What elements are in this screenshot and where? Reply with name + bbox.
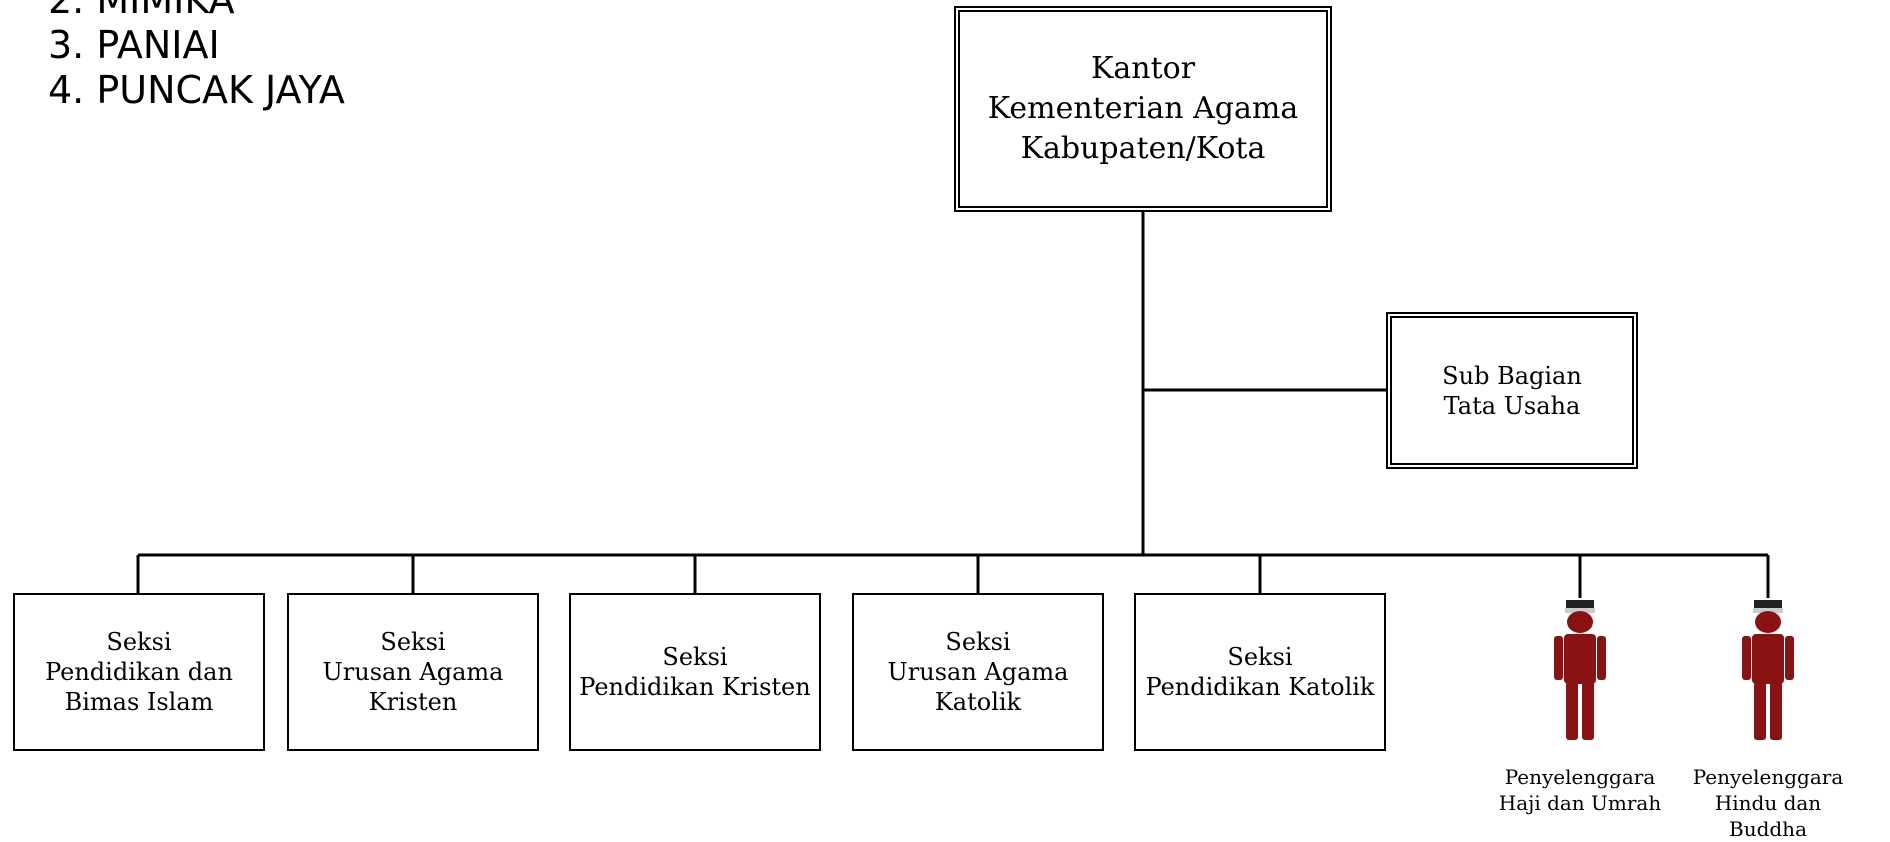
- seksi-box: Seksi Pendidikan Kristen: [569, 593, 821, 751]
- person-icon: [1742, 600, 1794, 740]
- region-item: 2. MIMIKA: [48, 0, 235, 22]
- seksi-box: Seksi Urusan Agama Kristen: [287, 593, 539, 751]
- seksi-label: Seksi Pendidikan Kristen: [579, 643, 811, 701]
- penyelenggara-label: Penyelenggara Haji dan Umrah: [1498, 765, 1662, 815]
- head-office-label: Kantor Kementerian Agama Kabupaten/Kota: [987, 51, 1299, 166]
- seksi-label: Seksi Pendidikan dan Bimas Islam: [45, 628, 233, 716]
- sub-bagian-label: Sub Bagian Tata Usaha: [1442, 361, 1582, 420]
- seksi-label: Seksi Pendidikan Katolik: [1145, 643, 1375, 701]
- region-list: 2. MIMIKA 3. PANIAI 4. PUNCAK JAYA: [48, 0, 345, 113]
- penyelenggara-label: Penyelenggara Hindu dan Buddha: [1692, 765, 1844, 841]
- seksi-box: Seksi Pendidikan dan Bimas Islam: [13, 593, 265, 751]
- person-icon: [1554, 600, 1606, 740]
- region-item: 3. PANIAI: [48, 23, 220, 67]
- connector-lines: [136, 212, 1770, 598]
- head-office-box: Kantor Kementerian Agama Kabupaten/Kota: [954, 6, 1332, 212]
- seksi-label: Seksi Urusan Agama Kristen: [322, 628, 504, 716]
- seksi-box: Seksi Pendidikan Katolik: [1134, 593, 1386, 751]
- seksi-label: Seksi Urusan Agama Katolik: [887, 628, 1069, 716]
- region-item: 4. PUNCAK JAYA: [48, 68, 345, 112]
- sub-bagian-box: Sub Bagian Tata Usaha: [1386, 312, 1638, 469]
- seksi-box: Seksi Urusan Agama Katolik: [852, 593, 1104, 751]
